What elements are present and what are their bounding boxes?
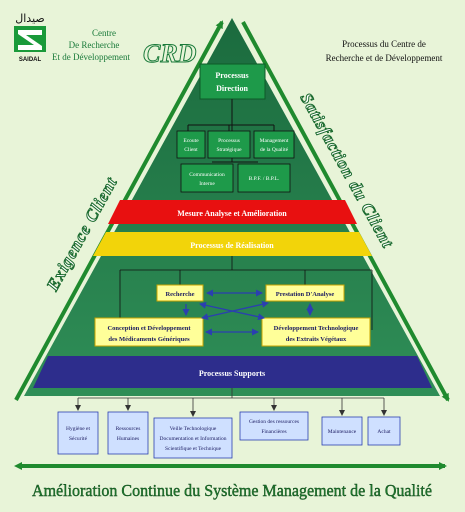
management-qualite-line-2: de la Qualité [260, 147, 289, 153]
supports-label: Processus Supports [199, 369, 265, 378]
prestation-label: Prestation D'Analyse [276, 291, 335, 298]
ecoute-client-line-1: Ecoute [183, 138, 199, 144]
supports-band [33, 356, 432, 388]
processus-strategique-box [207, 130, 251, 159]
ressources-humaines-box [107, 411, 149, 455]
recherche-label: Recherche [165, 291, 194, 298]
veille-line-1: Veille Technologique [170, 426, 217, 432]
prestation-box [265, 284, 345, 302]
gestion-line-2: Financières [261, 429, 286, 435]
hygiene-line-2: Sécurité [69, 436, 88, 442]
process-title-line-2: Recherche et de Développement [326, 53, 443, 63]
support-boxes: Hygiène et Sécurité Ressources Humaines … [57, 411, 401, 459]
direction-line-1: Processus [215, 71, 248, 80]
management-qualite-line-1: Management [260, 138, 289, 144]
centre-name: Centre De Recherche Et de Développement [52, 28, 130, 62]
conception-line-2: des Médicaments Génériques [108, 336, 190, 343]
realisation-band [93, 232, 372, 256]
veille-line-2: Documentation et Information [160, 435, 227, 442]
maintenance-label: Maintenance [328, 429, 357, 435]
veille-box [153, 417, 233, 459]
support-connectors [75, 388, 387, 417]
processus-strategique-line-1: Processus [218, 138, 240, 144]
management-qualite-box [253, 130, 295, 159]
process-title-line-1: Processus du Centre de [342, 39, 426, 49]
communication-interne-line-2: Interne [199, 181, 215, 187]
gestion-line-1: Gestion des ressources [249, 419, 299, 425]
direction-sub-boxes: Ecoute Client Processus Stratégique Mana… [176, 130, 295, 193]
logo-name: SAIDAL [19, 57, 42, 63]
ressources-humaines-line-1: Ressources [116, 426, 141, 432]
saidal-logo: صيدال SAIDAL [14, 13, 46, 63]
gestion-box [239, 411, 309, 441]
realisation-boxes: Recherche Prestation D'Analyse Conceptio… [94, 284, 371, 347]
centre-line-3: Et de Développement [52, 52, 130, 62]
ressources-humaines-line-2: Humaines [117, 436, 139, 442]
ecoute-client-box [176, 130, 206, 159]
developpement-box [261, 317, 371, 347]
centre-line-2: De Recherche [69, 40, 120, 50]
conception-line-1: Conception et Développement [107, 325, 191, 332]
hygiene-box [57, 411, 99, 455]
communication-interne-box [180, 163, 234, 193]
mesure-label: Mesure Analyse et Amélioration [177, 209, 287, 218]
veille-line-3: Scientifique et Technique [165, 445, 222, 452]
bpf-bpl-box [237, 163, 291, 193]
developpement-line-2: des Extraits Végétaux [286, 336, 347, 343]
realisation-arrows [182, 289, 314, 336]
conception-box [94, 317, 204, 347]
mesure-band [108, 200, 357, 224]
footer-title: Amélioration Continue du Système Managem… [32, 481, 432, 500]
communication-interne-line-1: Communication [189, 172, 225, 178]
hygiene-line-1: Hygiène et [66, 426, 90, 432]
direction-line-2: Direction [216, 84, 248, 93]
processus-strategique-line-2: Stratégique [216, 147, 242, 153]
logo-arabic: صيدال [15, 13, 44, 25]
realisation-connectors [119, 256, 373, 330]
developpement-line-1: Développement Technologique [274, 325, 359, 332]
maintenance-box [321, 416, 363, 446]
bpf-bpl-label: B.P.F. / B.P.L. [249, 176, 280, 182]
direction-box [199, 63, 266, 100]
centre-line-1: Centre [92, 28, 116, 38]
process-title: Processus du Centre de Recherche et de D… [326, 39, 443, 63]
achat-label: Achat [377, 429, 391, 435]
crd-logo: CRD [143, 39, 197, 68]
achat-box [367, 416, 401, 446]
recherche-box [156, 284, 204, 302]
realisation-label: Processus de Réalisation [190, 241, 274, 250]
ecoute-client-line-2: Client [184, 147, 198, 153]
